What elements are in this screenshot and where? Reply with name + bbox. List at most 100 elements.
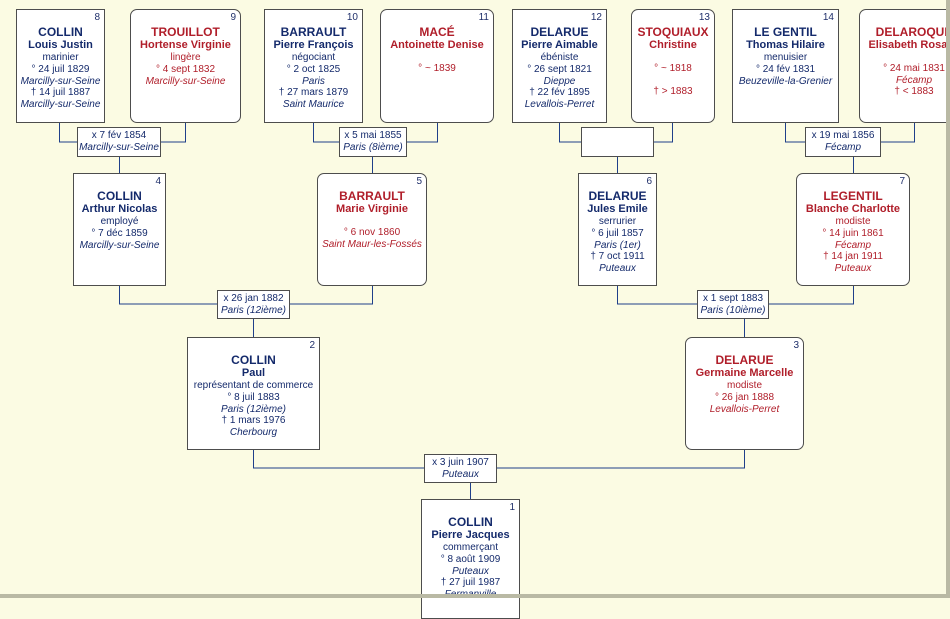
- person-number: 6: [646, 176, 652, 187]
- person-number: 13: [698, 12, 710, 23]
- person-occupation: ébéniste: [540, 52, 579, 63]
- person-birth: ° 24 mai 1831: [883, 63, 945, 74]
- marriage-place: Paris (8ième): [343, 142, 403, 153]
- person-given-name: Hortense Virginie: [140, 39, 231, 51]
- person-death-place: Cherbourg: [229, 426, 278, 438]
- marriage-box-12: [581, 127, 654, 157]
- person-birth-place: Fécamp: [895, 74, 933, 86]
- person-birth-place: Dieppe: [543, 75, 576, 87]
- person-birth-place: Beuzeville-la-Grenier: [738, 75, 833, 87]
- person-number: 12: [590, 12, 602, 23]
- person-card-9[interactable]: 9 TROUILLOT Hortense Virginie lingère ° …: [130, 9, 241, 123]
- person-occupation: modiste: [835, 216, 871, 227]
- person-birth: ° 2 oct 1825: [286, 64, 341, 75]
- person-surname: BARRAULT: [339, 189, 405, 203]
- person-given-name: Marie Virginie: [336, 203, 408, 215]
- connector-line: [160, 122, 186, 143]
- person-birth-place: Levallois-Perret: [709, 403, 780, 415]
- person-surname: STOQUIAUX: [637, 25, 709, 39]
- connector-line: [880, 122, 915, 143]
- person-number: 14: [822, 12, 834, 23]
- person-card-2[interactable]: 2 COLLIN Paul représentant de commerce °…: [187, 337, 320, 450]
- marriage-place: Marcilly-sur-Seine: [79, 142, 159, 153]
- person-birth-place: Paris (1er): [594, 239, 641, 251]
- person-given-name: Louis Justin: [28, 39, 93, 51]
- connector-line: [768, 285, 854, 305]
- person-birth-place: Marcilly-sur-Seine: [20, 75, 101, 87]
- connector-line: [119, 285, 218, 305]
- person-occupation: représentant de commerce: [193, 380, 314, 391]
- person-card-14[interactable]: 14 LE GENTIL Thomas Hilaire menuisier ° …: [732, 9, 839, 123]
- person-occupation: lingère: [170, 52, 201, 63]
- connector-line: [496, 449, 745, 469]
- person-surname: MACÉ: [419, 25, 455, 39]
- person-occupation: négociant: [291, 52, 336, 63]
- person-birth: ° 24 juil 1829: [31, 64, 90, 75]
- marriage-box-14: x 19 mai 1856 Fécamp: [805, 127, 881, 157]
- person-surname: DELARUE: [588, 189, 647, 203]
- person-number: 3: [793, 340, 799, 351]
- person-card-12[interactable]: 12 DELARUE Pierre Aimable ébéniste ° 26 …: [512, 9, 607, 123]
- person-occupation: modiste: [726, 380, 762, 391]
- marriage-date: x 1 sept 1883: [702, 293, 764, 304]
- person-card-8[interactable]: 8 COLLIN Louis Justin marinier ° 24 juil…: [16, 9, 105, 123]
- person-given-name: Paul: [241, 367, 266, 379]
- person-number: 9: [230, 12, 236, 23]
- person-number: 8: [94, 12, 100, 23]
- marriage-box-4: x 26 jan 1882 Paris (12ième): [217, 290, 290, 319]
- person-death: † 27 juil 1987: [440, 577, 501, 588]
- marriage-box-10: x 5 mai 1855 Paris (8ième): [339, 127, 407, 157]
- person-death: † 27 mars 1879: [278, 87, 349, 98]
- person-birth-place: Marcilly-sur-Seine: [79, 239, 160, 251]
- person-birth: ° 4 sept 1832: [155, 64, 216, 75]
- person-card-1[interactable]: 1 COLLIN Pierre Jacques commerçant ° 8 a…: [421, 499, 520, 619]
- person-surname: COLLIN: [38, 25, 83, 39]
- person-number: 2: [309, 340, 315, 351]
- person-given-name: Antoinette Denise: [390, 39, 484, 51]
- person-birth-place: Paris (12ième): [220, 403, 287, 415]
- person-birth: ° ~ 1839: [418, 63, 456, 74]
- person-number: 7: [899, 176, 905, 187]
- person-card-15[interactable]: DELAROQUE Elisabeth Rosalie ° 24 mai 183…: [859, 9, 950, 123]
- person-card-7[interactable]: 7 LEGENTIL Blanche Charlotte modiste ° 1…: [796, 173, 910, 286]
- person-card-6[interactable]: 6 DELARUE Jules Emile serrurier ° 6 juil…: [578, 173, 657, 286]
- marriage-place: Paris (12ième): [220, 305, 287, 316]
- person-death-place: Marcilly-sur-Seine: [20, 98, 101, 110]
- person-death-place: Fermanville: [444, 588, 497, 600]
- person-surname: DELARUE: [715, 353, 774, 367]
- person-death: † 1 mars 1976: [221, 415, 286, 426]
- connector-line: [289, 285, 373, 305]
- person-birth: ° 8 juil 1883: [227, 392, 280, 403]
- person-death: † 7 oct 1911: [590, 251, 645, 262]
- person-birth: ° 26 sept 1821: [527, 64, 592, 75]
- person-card-11[interactable]: 11 MACÉ Antoinette Denise ° ~ 1839: [380, 9, 494, 123]
- person-birth: ° 24 fév 1831: [755, 64, 816, 75]
- connector-line: [559, 122, 582, 143]
- person-card-13[interactable]: 13 STOQUIAUX Christine ° ~ 1818 † > 1883: [631, 9, 715, 123]
- person-number: 10: [346, 12, 358, 23]
- person-number: 11: [478, 12, 489, 23]
- person-birth: ° 6 juil 1857: [591, 228, 644, 239]
- person-card-10[interactable]: 10 BARRAULT Pierre François négociant ° …: [264, 9, 363, 123]
- person-given-name: Pierre Jacques: [431, 529, 510, 541]
- marriage-date: x 3 juin 1907: [432, 457, 489, 468]
- person-given-name: Pierre François: [273, 39, 354, 51]
- person-death: † 14 juil 1887: [30, 87, 91, 98]
- connector-line: [406, 122, 438, 143]
- connector-line: [253, 449, 425, 469]
- person-death: † 14 jan 1911: [823, 251, 883, 262]
- person-card-4[interactable]: 4 COLLIN Arthur Nicolas employé ° 7 déc …: [73, 173, 166, 286]
- person-death-place: Saint Maurice: [282, 98, 345, 110]
- marriage-date: x 19 mai 1856: [811, 130, 875, 141]
- person-surname: TROUILLOT: [151, 25, 220, 39]
- marriage-date: x 26 jan 1882: [223, 293, 284, 304]
- marriage-date: x 5 mai 1855: [344, 130, 402, 141]
- person-card-5[interactable]: 5 BARRAULT Marie Virginie ° 6 nov 1860 S…: [317, 173, 427, 286]
- person-number: 5: [416, 176, 422, 187]
- person-given-name: Thomas Hilaire: [746, 39, 825, 51]
- person-surname: BARRAULT: [280, 25, 347, 39]
- person-card-3[interactable]: 3 DELARUE Germaine Marcelle modiste ° 26…: [685, 337, 804, 450]
- connector-line: [653, 122, 673, 143]
- person-surname: COLLIN: [231, 353, 276, 367]
- person-surname: COLLIN: [97, 189, 142, 203]
